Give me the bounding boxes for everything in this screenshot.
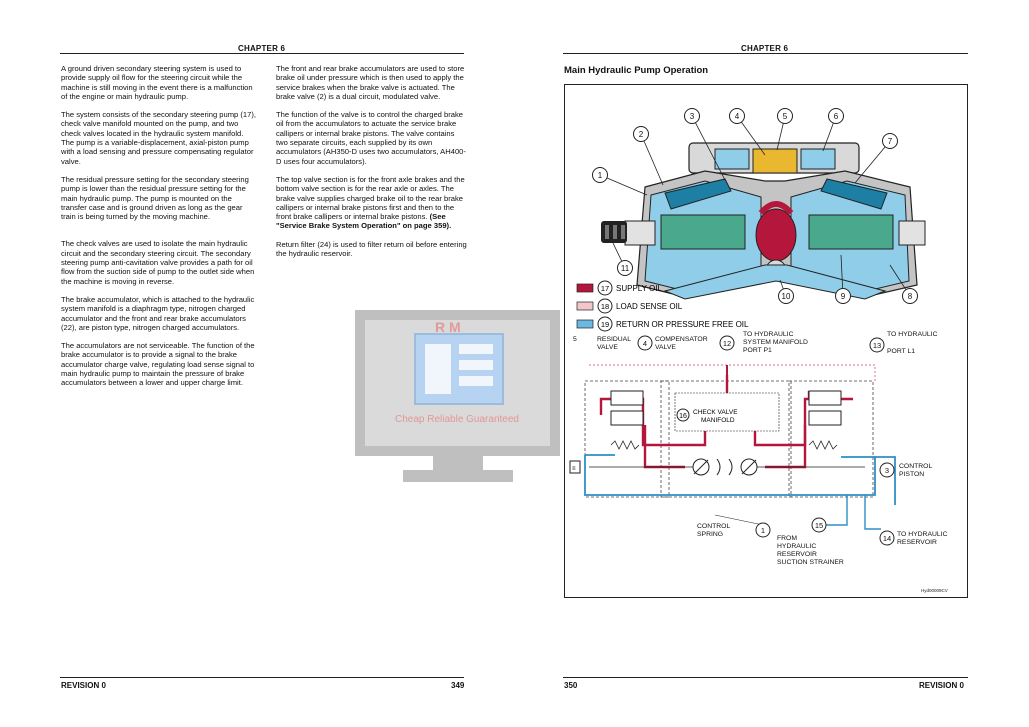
callout-9: 9 bbox=[841, 292, 846, 301]
from-reservoir-label: SUCTION STRAINER bbox=[777, 559, 844, 566]
callout-5: 5 bbox=[573, 336, 577, 343]
page-number: 350 bbox=[564, 681, 578, 690]
paragraph: The front and rear brake accumulators ar… bbox=[276, 64, 465, 101]
residual-valve-label: VALVE bbox=[597, 344, 618, 351]
left-page: CHAPTER 6 A ground driven secondary stee… bbox=[0, 0, 514, 727]
residual-valve-symbol bbox=[808, 390, 842, 406]
oil-legend: 17 SUPPLY OIL 18 LOAD SENSE OIL 19 RETUR… bbox=[576, 280, 749, 332]
header-rule bbox=[60, 53, 464, 54]
from-reservoir-label: RESERVOIR bbox=[777, 551, 817, 558]
paragraph: The function of the valve is to control … bbox=[276, 110, 466, 166]
text-column-1: A ground driven secondary steering syste… bbox=[61, 64, 258, 397]
residual-valve-label: RESIDUAL bbox=[597, 336, 631, 343]
callout-4: 4 bbox=[643, 339, 647, 348]
callout-1: 1 bbox=[598, 171, 603, 180]
footer-revision: REVISION 0 bbox=[919, 681, 964, 690]
page-number: 349 bbox=[451, 681, 465, 690]
pump-diagram: 1 2 3 4 5 6 7 8 9 10 11 17 SUPPLY O bbox=[564, 84, 968, 598]
pump-cutaway bbox=[601, 142, 926, 300]
callout-4: 4 bbox=[735, 112, 740, 121]
residual-valve-symbol bbox=[610, 390, 644, 406]
paragraph: The brake accumulator, which is attached… bbox=[61, 294, 255, 332]
to-port-l1-label: PORT L1 bbox=[887, 348, 915, 355]
to-manifold-label: PORT P1 bbox=[743, 347, 772, 354]
check-valve-manifold-label: MANIFOLD bbox=[701, 417, 735, 424]
pump-callouts: 1 2 3 4 5 6 7 8 9 10 11 bbox=[592, 108, 918, 304]
callout-1: 1 bbox=[761, 526, 765, 535]
legend-label: LOAD SENSE OIL bbox=[616, 302, 683, 311]
compensator-valve-label: VALVE bbox=[655, 344, 676, 351]
schematic-labels: 4 12 13 3 1 15 14 5 RESIDUAL VALVE COMPE… bbox=[573, 331, 948, 593]
paragraph: A ground driven secondary steering syste… bbox=[61, 64, 253, 101]
from-reservoir-label: HYDRAULIC bbox=[777, 543, 816, 550]
paragraph: Return filter (24) is used to filter ret… bbox=[276, 239, 467, 259]
chapter-heading: CHAPTER 6 bbox=[238, 44, 286, 53]
compensator-valve-symbol bbox=[808, 410, 842, 426]
paragraph: The top valve section is for the front a… bbox=[276, 175, 468, 231]
compensator-valve-label: COMPENSATOR bbox=[655, 336, 708, 343]
callout-8: 8 bbox=[908, 292, 913, 301]
to-manifold-label: TO HYDRAULIC bbox=[743, 331, 794, 338]
right-page: CHAPTER 6 Main Hydraulic Pump Operation bbox=[514, 0, 1029, 727]
legend-label: RETURN OR PRESSURE FREE OIL bbox=[616, 320, 749, 329]
svg-text:≡: ≡ bbox=[572, 466, 576, 472]
control-piston-label: PISTON bbox=[899, 471, 924, 478]
callout-16: 16 bbox=[679, 413, 687, 420]
legend-swatch-load-sense bbox=[576, 301, 594, 311]
paragraph-text: The top valve section is for the front a… bbox=[276, 174, 465, 222]
header-rule bbox=[563, 53, 968, 54]
chapter-heading: CHAPTER 6 bbox=[741, 44, 789, 53]
from-reservoir-label: FROM bbox=[777, 535, 797, 542]
footer-rule bbox=[60, 677, 464, 678]
footer-rule bbox=[563, 677, 968, 678]
legend-swatch-supply bbox=[576, 283, 594, 293]
to-port-l1-label: TO HYDRAULIC bbox=[887, 331, 938, 338]
callout-2: 2 bbox=[639, 130, 644, 139]
to-reservoir-label: RESERVOIR bbox=[897, 539, 937, 546]
legend-num: 18 bbox=[601, 302, 609, 311]
figure-id: Hyd00009CV bbox=[921, 588, 948, 593]
paragraph: The residual pressure setting for the se… bbox=[61, 174, 249, 222]
hydraulic-schematic: 16 CHECK VALVE MANIFOLD ≡ bbox=[569, 364, 896, 530]
to-manifold-label: SYSTEM MANIFOLD bbox=[743, 339, 808, 346]
section-title: Main Hydraulic Pump Operation bbox=[564, 65, 709, 76]
callout-11: 11 bbox=[621, 264, 630, 273]
watermark-letters: R M bbox=[435, 319, 461, 335]
paragraph: The check valves are used to isolate the… bbox=[61, 239, 255, 286]
pump-diagram-svg: 1 2 3 4 5 6 7 8 9 10 11 17 SUPPLY O bbox=[569, 108, 948, 593]
check-valve-manifold-label: CHECK VALVE bbox=[693, 409, 738, 416]
callout-12: 12 bbox=[723, 339, 731, 348]
watermark-logo: R M Cheap Reliable Guaranteed bbox=[355, 310, 560, 482]
control-spring-label: SPRING bbox=[697, 531, 723, 538]
legend-swatch-return bbox=[576, 319, 594, 329]
paragraph: The system consists of the secondary ste… bbox=[61, 110, 256, 166]
callout-3: 3 bbox=[690, 112, 695, 121]
callout-6: 6 bbox=[834, 112, 839, 121]
legend-num: 19 bbox=[601, 320, 609, 329]
legend-label: SUPPLY OIL bbox=[616, 284, 663, 293]
to-reservoir-label: TO HYDRAULIC bbox=[897, 531, 948, 538]
legend-num: 17 bbox=[601, 284, 609, 293]
paragraph: The accumulators are not serviceable. Th… bbox=[61, 341, 255, 388]
watermark-tagline: Cheap Reliable Guaranteed bbox=[395, 414, 519, 425]
text-column-2: The front and rear brake accumulators ar… bbox=[276, 64, 468, 267]
callout-7: 7 bbox=[888, 137, 893, 146]
callout-15: 15 bbox=[815, 521, 823, 530]
callout-13: 13 bbox=[873, 341, 881, 350]
callout-3: 3 bbox=[885, 466, 889, 475]
callout-14: 14 bbox=[883, 534, 891, 543]
callout-10: 10 bbox=[782, 292, 791, 301]
callout-5: 5 bbox=[783, 112, 788, 121]
cross-reference-link[interactable]: (See "Service Brake System Operation" on… bbox=[276, 212, 452, 231]
control-piston-label: CONTROL bbox=[899, 463, 932, 470]
control-spring-label: CONTROL bbox=[697, 523, 730, 530]
footer-revision: REVISION 0 bbox=[61, 681, 106, 690]
compensator-valve-symbol bbox=[610, 410, 644, 426]
